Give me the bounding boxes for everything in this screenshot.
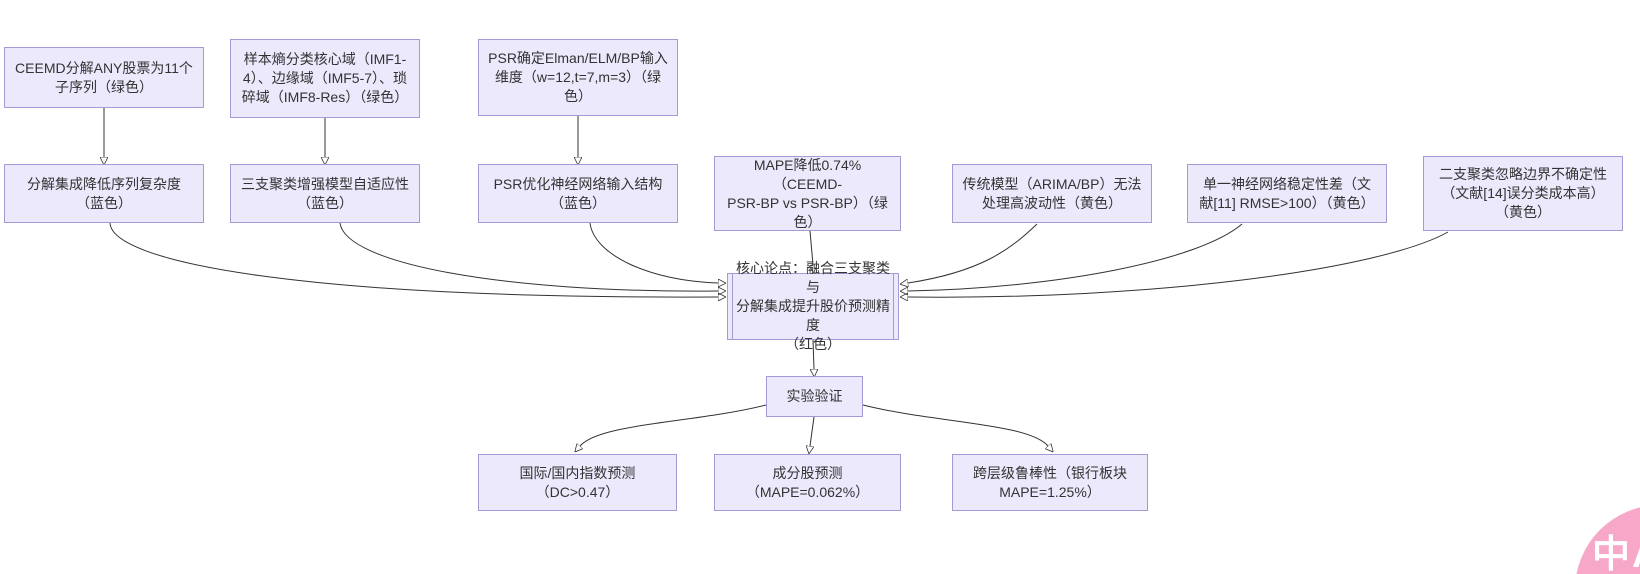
node-label: 实验验证 [786,388,843,404]
edge-l-o [862,404,1048,446]
node-label: 核心论点：融合三支聚类与 分解集成提升股价预测精度 （红色） [736,260,890,352]
node-sample-entropy-classification: 样本熵分类核心域（IMF1- 4）、边缘域（IMF5-7）、琐 碎域（IMF8-… [230,39,420,118]
node-decomposition-reduces-complexity: 分解集成降低序列复杂度 （蓝色） [4,164,204,223]
node-label: 样本熵分类核心域（IMF1- 4）、边缘域（IMF5-7）、琐 碎域（IMF8-… [241,51,409,105]
node-three-way-clustering-adaptivity: 三支聚类增强模型自适应性 （蓝色） [230,164,420,223]
node-label: CEEMD分解ANY股票为11个 子序列（绿色） [15,59,193,95]
node-psr-input-dimension: PSR确定Elman/ELM/BP输入 维度（w=12,t=7,m=3）（绿 色… [478,39,678,116]
node-cross-level-robustness: 跨层级鲁棒性（银行板块 MAPE=1.25%） [952,454,1148,511]
edge-l-m [580,404,767,446]
node-label: 三支聚类增强模型自适应性 （蓝色） [241,175,409,211]
edge-f-k [589,222,718,283]
node-ceemd-decomposition: CEEMD分解ANY股票为11个 子序列（绿色） [4,47,204,108]
edge-l-n [810,416,815,446]
node-label: 二支聚类忽略边界不确定性 （文献[14]误分类成本高） （黄色） [1439,166,1607,220]
node-two-way-clustering-limitation: 二支聚类忽略边界不确定性 （文献[14]误分类成本高） （黄色） [1423,156,1623,231]
edge-e-k [339,222,718,291]
node-mape-reduction: MAPE降低0.74%（CEEMD- PSR-BP vs PSR-BP）（绿 色… [714,156,901,231]
node-label: PSR优化神经网络输入结构 （蓝色） [493,175,663,211]
node-label: 国际/国内指数预测 （DC>0.47） [519,464,636,500]
node-label: 单一神经网络稳定性差（文 献[11] RMSE>100）（黄色） [1199,175,1375,211]
translate-icon: 中A [1592,534,1640,574]
edge-h-k [908,223,1038,283]
node-label: 分解集成降低序列复杂度 （蓝色） [27,175,181,211]
edge-d-k [109,222,718,297]
edge-j-k [908,231,1449,297]
node-label: PSR确定Elman/ELM/BP输入 维度（w=12,t=7,m=3）（绿 色… [488,50,668,104]
node-label: 成分股预测 （MAPE=0.062%） [745,464,870,500]
node-core-thesis: 核心论点：融合三支聚类与 分解集成提升股价预测精度 （红色） [727,260,899,352]
translate-button[interactable]: 中A [1575,505,1640,574]
node-psr-optimizes-input-structure: PSR优化神经网络输入结构 （蓝色） [478,164,678,223]
node-label: 传统模型（ARIMA/BP）无法 处理高波动性（黄色） [962,175,1142,211]
node-constituent-stock-prediction: 成分股预测 （MAPE=0.062%） [714,454,901,511]
node-experimental-validation: 实验验证 [766,376,863,417]
node-single-nn-instability: 单一神经网络稳定性差（文 献[11] RMSE>100）（黄色） [1187,164,1387,223]
node-label: MAPE降低0.74%（CEEMD- PSR-BP vs PSR-BP）（绿 色… [727,156,888,230]
node-index-prediction: 国际/国内指数预测 （DC>0.47） [478,454,677,511]
edge-i-k [908,223,1243,291]
node-traditional-model-limitation: 传统模型（ARIMA/BP）无法 处理高波动性（黄色） [952,164,1152,223]
node-label: 跨层级鲁棒性（银行板块 MAPE=1.25%） [973,464,1127,500]
